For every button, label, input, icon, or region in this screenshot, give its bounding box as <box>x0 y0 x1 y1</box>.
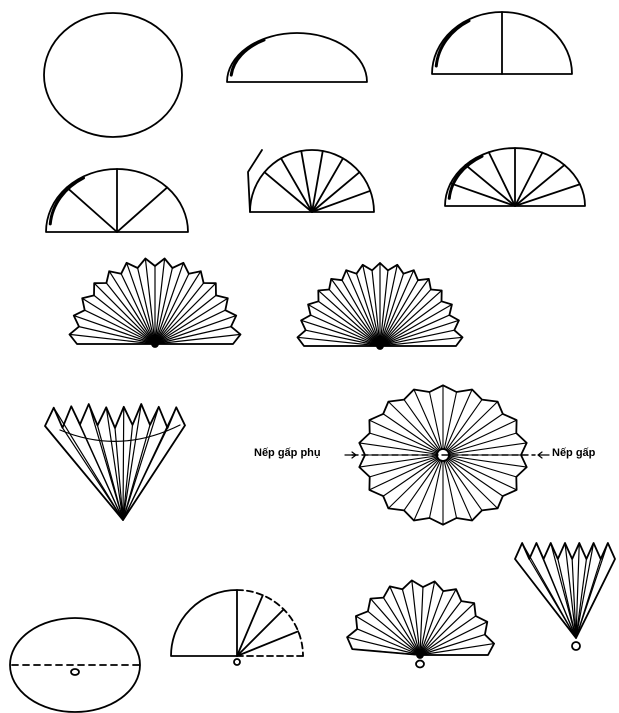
cone-fan-step-14 <box>515 543 615 650</box>
cone-fan-step-9 <box>45 404 185 520</box>
half-circle-step-2 <box>227 33 367 82</box>
secondary-fold-label: Nếp gấp phụ <box>254 447 321 459</box>
circle-step-1 <box>44 13 182 137</box>
half-circle-step-4 <box>46 169 188 232</box>
small-ring-13 <box>416 661 424 668</box>
pleated-fan-step-7 <box>70 259 241 348</box>
half-circle-step-6 <box>445 148 585 206</box>
fold-label: Nếp gấp <box>552 447 595 459</box>
quarter-fold-step-12 <box>171 590 303 665</box>
half-circle-step-3 <box>432 12 572 74</box>
pleated-fan-step-8 <box>297 263 462 349</box>
circle-with-fold-line-step-11 <box>10 618 140 712</box>
rosette-step-10 <box>345 385 549 524</box>
folded-half-step-5 <box>248 150 374 212</box>
pleated-fan-step-13 <box>347 580 494 658</box>
